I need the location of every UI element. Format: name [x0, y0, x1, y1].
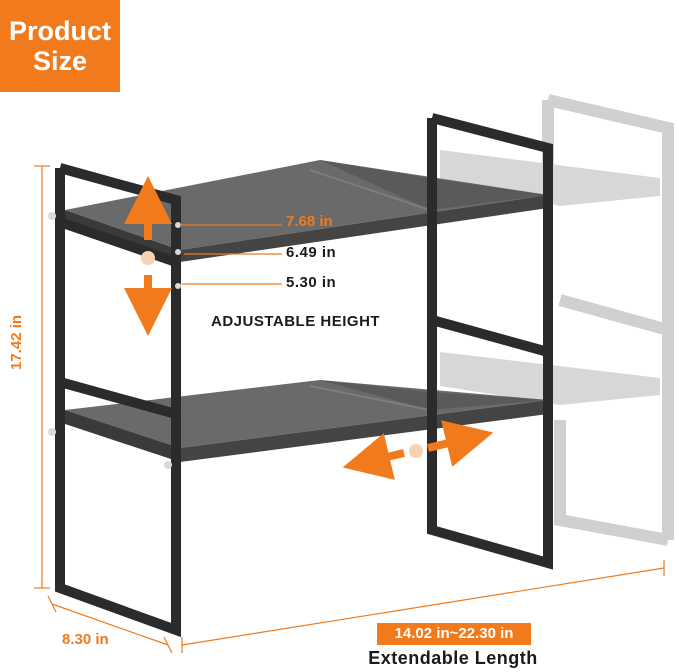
depth-dimension-line — [47, 595, 173, 654]
extended-section-ghost — [542, 94, 674, 546]
height-adjust-arrows — [124, 176, 172, 336]
height-label-1: 7.68 in — [286, 213, 333, 230]
lower-shelf — [65, 380, 548, 462]
length-range-label: 14.02 in~22.30 in — [377, 623, 531, 645]
badge-line-2: Size — [32, 46, 88, 76]
height-label-2: 6.49 in — [286, 244, 337, 261]
depth-label: 8.30 in — [62, 631, 109, 648]
extendable-length-label: Extendable Length — [368, 648, 538, 668]
adjustable-height-label: ADJUSTABLE HEIGHT — [211, 313, 381, 330]
right-frame — [427, 113, 553, 570]
total-height-label: 17.42 in — [8, 314, 25, 370]
length-adjust-arrow — [342, 420, 494, 480]
height-label-3: 5.30 in — [286, 274, 337, 291]
badge-line-1: Product — [8, 16, 111, 46]
screws — [48, 212, 181, 469]
product-size-badge: Product Size — [0, 0, 120, 92]
length-dimension-line — [181, 560, 665, 653]
height-dimension-line — [34, 165, 50, 589]
height-leader-lines — [180, 224, 282, 285]
